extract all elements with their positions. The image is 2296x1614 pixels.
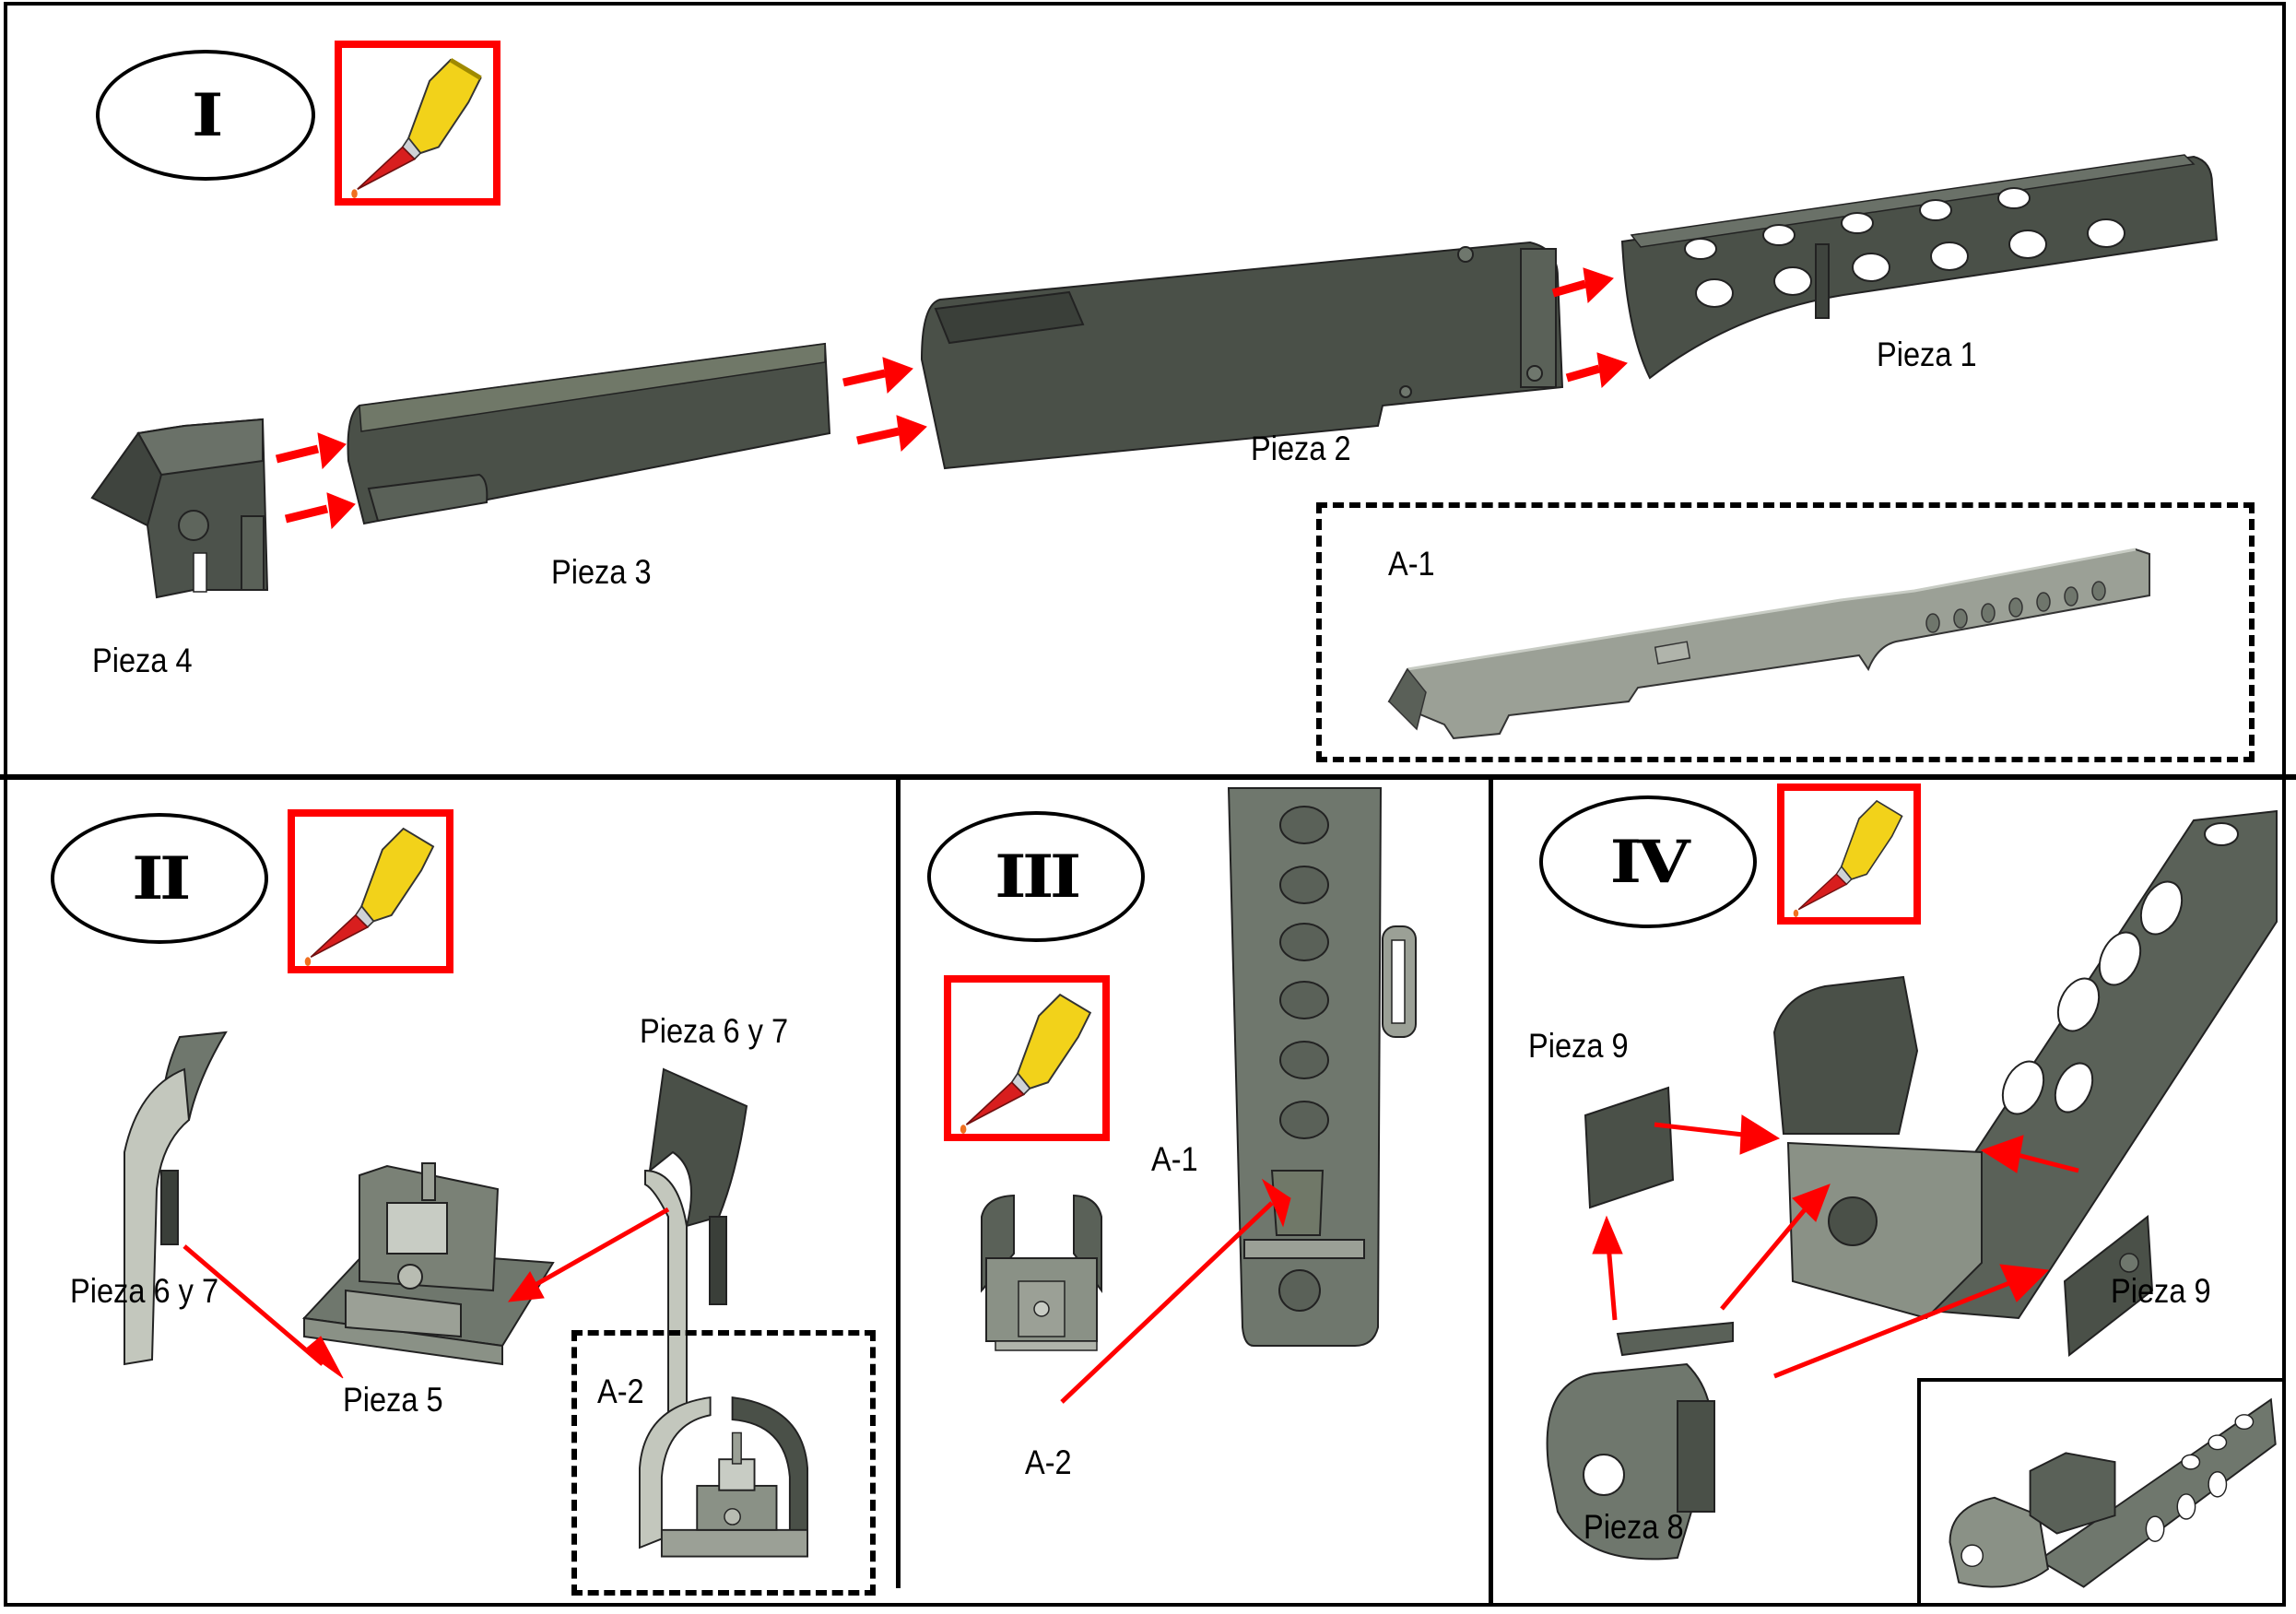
assembled-a2-graphic — [639, 1396, 809, 1558]
step-number-badge: IV — [1539, 795, 1757, 928]
label-pieza-9-left: Pieza 9 — [1528, 1027, 1629, 1065]
label-pieza-2: Pieza 2 — [1251, 430, 1351, 467]
step-numeral: II — [132, 843, 191, 913]
label-pieza-8: Pieza 8 — [1584, 1508, 1684, 1546]
glue-tube-icon-graphic — [304, 827, 435, 966]
glue-tube-icon — [944, 975, 1110, 1141]
label-pieza-6-y-7-right: Pieza 6 y 7 — [640, 1012, 789, 1050]
step-numeral: III — [995, 842, 1081, 912]
label-a1-result: A-1 — [1388, 545, 1435, 583]
label-pieza-4: Pieza 4 — [92, 642, 193, 679]
panel-divider-vertical-1 — [896, 777, 901, 1588]
label-pieza-3: Pieza 3 — [551, 553, 652, 591]
glue-tube-icon-graphic — [960, 993, 1092, 1134]
label-a1: A-1 — [1151, 1140, 1198, 1178]
panel-divider-vertical-2 — [1489, 777, 1493, 1607]
label-pieza-1: Pieza 1 — [1877, 336, 1977, 373]
label-pieza-5: Pieza 5 — [343, 1381, 443, 1419]
page-border — [4, 2, 2286, 1607]
glue-tube-icon-graphic — [351, 57, 482, 198]
glue-tube-icon — [288, 809, 453, 973]
assembled-a1-graphic — [1387, 548, 2150, 740]
result-detail-box — [1917, 1378, 2286, 1607]
label-pieza-9-right: Pieza 9 — [2111, 1272, 2211, 1310]
label-pieza-6-y-7-left: Pieza 6 y 7 — [70, 1272, 219, 1310]
result-box-a1: A-1 — [1316, 502, 2255, 762]
glue-tube-icon — [1777, 783, 1921, 925]
label-a2: A-2 — [1025, 1443, 1072, 1481]
glue-tube-icon — [335, 41, 500, 206]
step-numeral: IV — [1609, 827, 1690, 897]
glue-tube-icon-graphic — [1793, 799, 1903, 917]
result-box-a2: A-2 — [571, 1330, 876, 1596]
step-number-badge: III — [927, 811, 1145, 942]
step-numeral: I — [192, 80, 223, 150]
panel-divider-horizontal — [0, 774, 2296, 780]
assembled-muzzle-graphic — [1949, 1397, 2277, 1588]
step-number-badge: I — [96, 50, 315, 181]
step-number-badge: II — [51, 813, 268, 944]
label-a2-result: A-2 — [597, 1372, 644, 1410]
